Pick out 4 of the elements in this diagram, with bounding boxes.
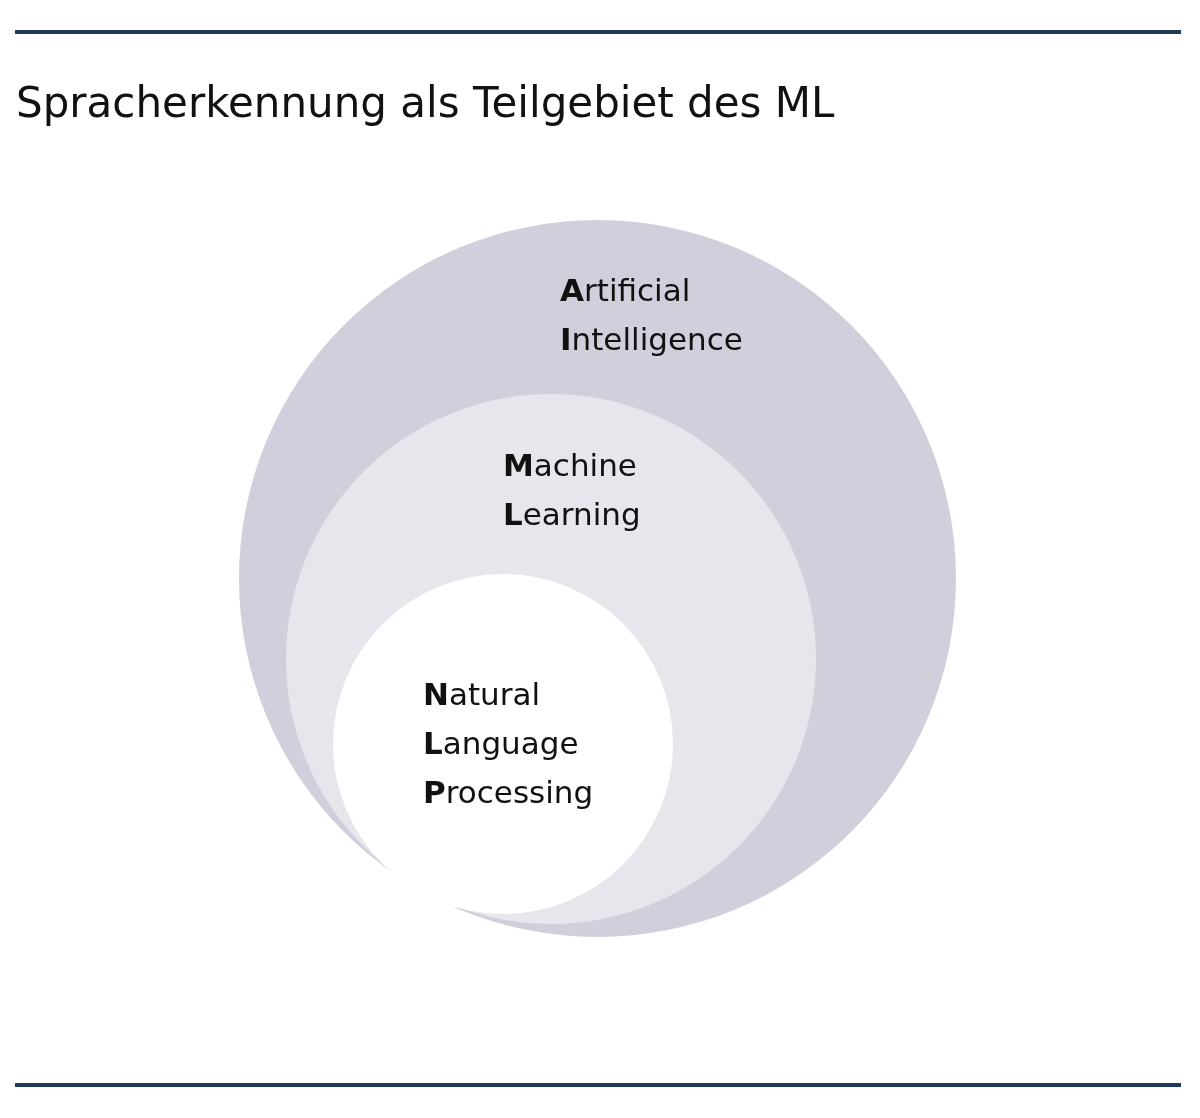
circle-label: Artificial Intelligence xyxy=(560,271,743,359)
title: Spracherkennung als Teilgebiet des ML xyxy=(16,78,835,127)
circle-label: Machine Learning xyxy=(503,446,641,534)
circle-label: Natural Language Processing xyxy=(423,675,594,812)
